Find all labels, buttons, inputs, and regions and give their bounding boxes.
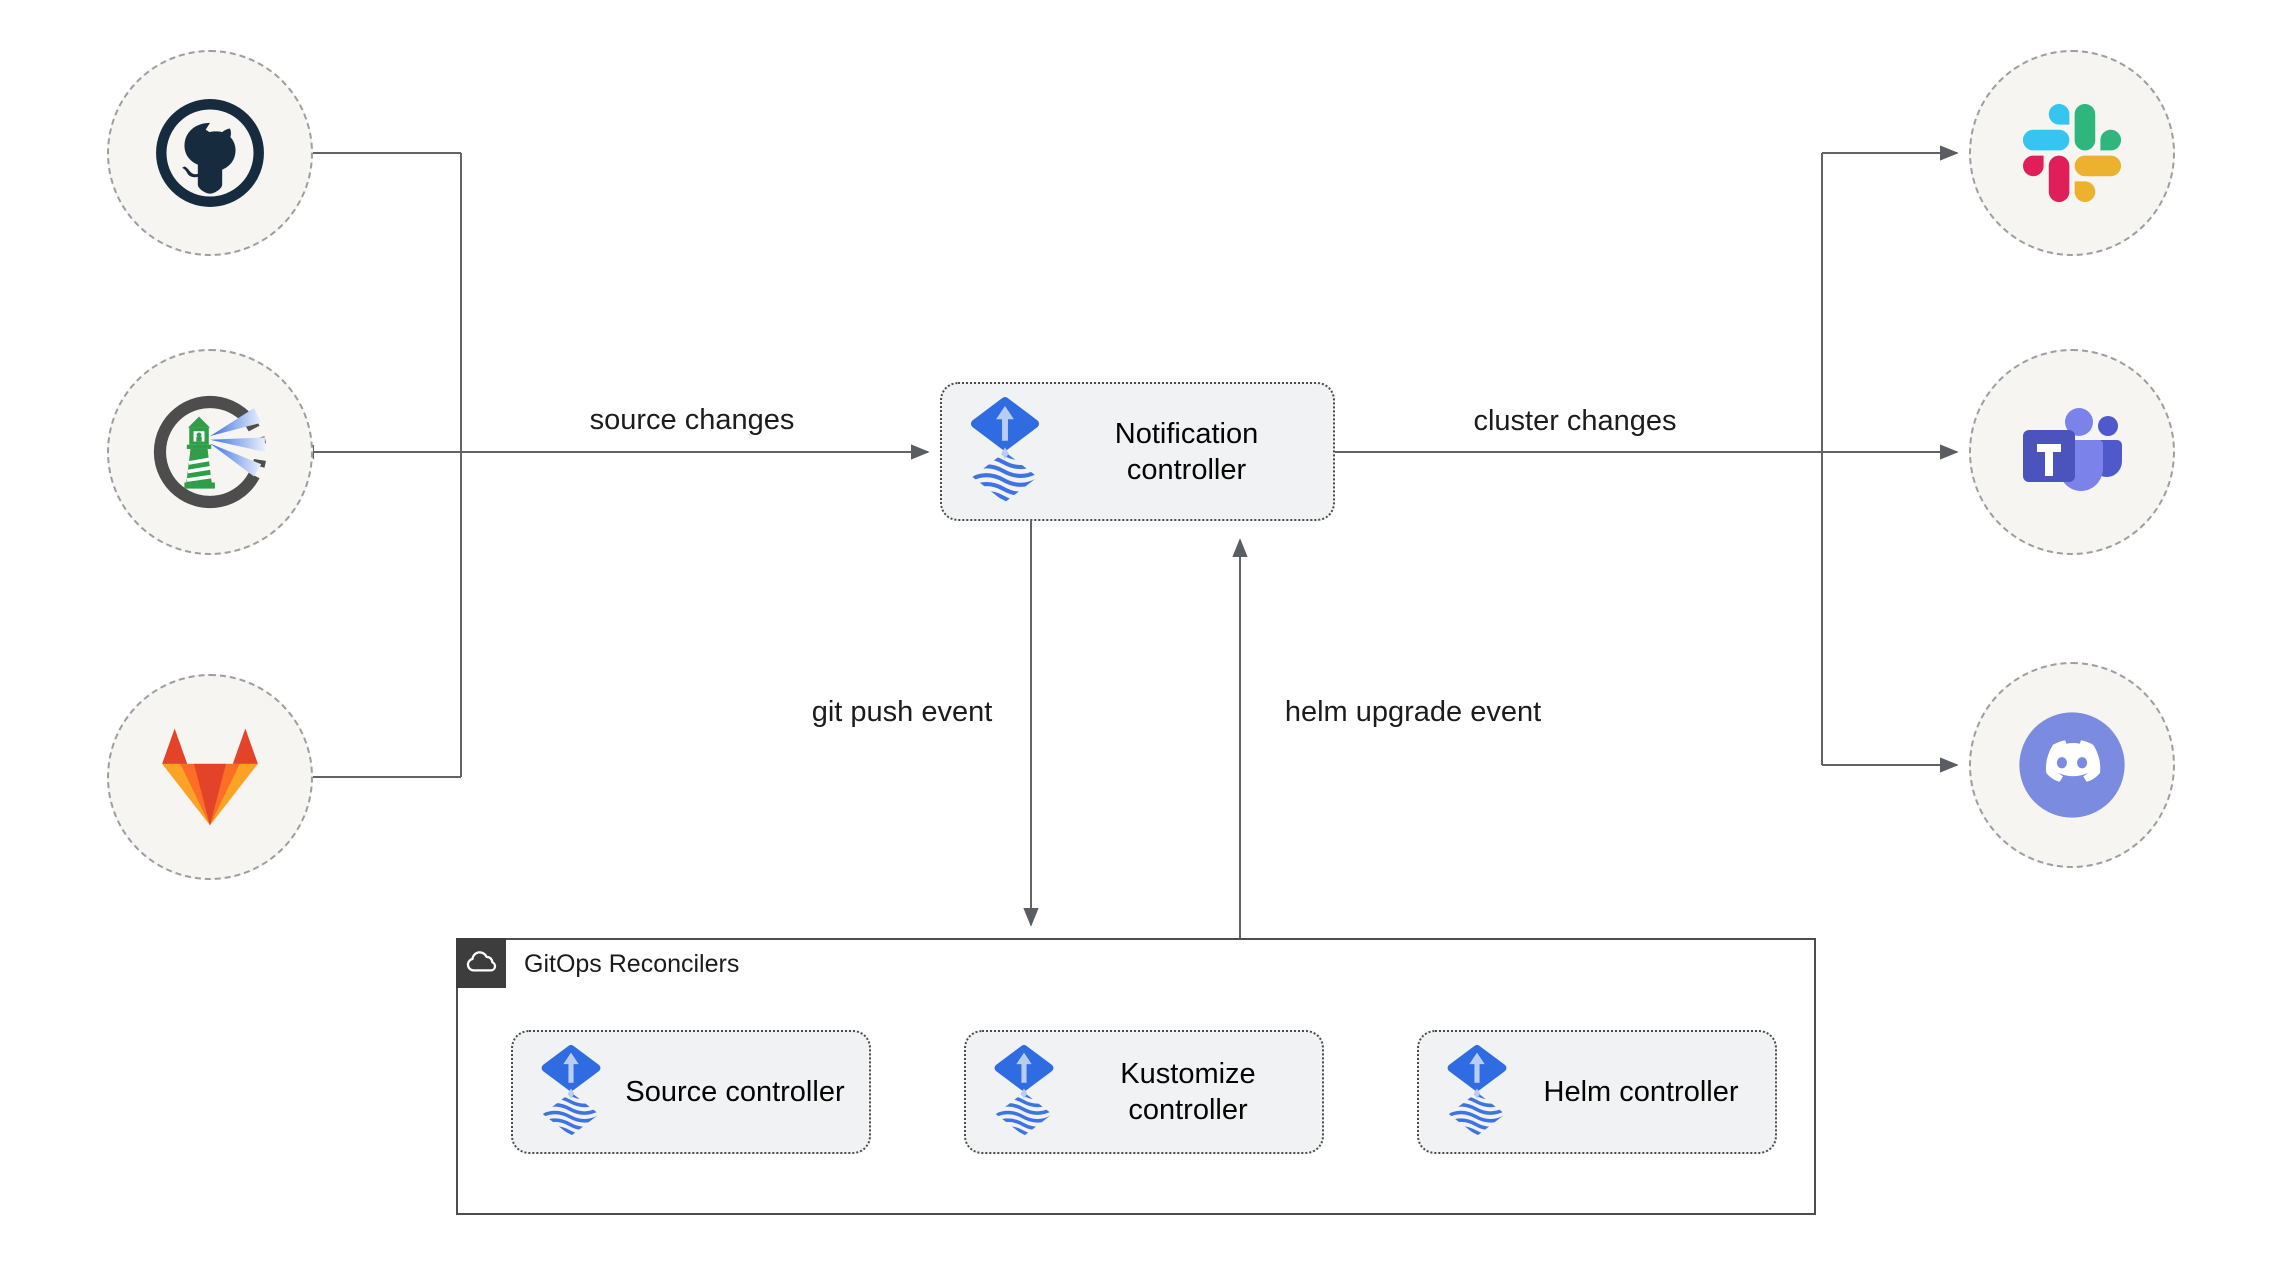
- helm-controller-label: Helm controller: [1543, 1076, 1739, 1108]
- source-controller-label: Source controller: [625, 1076, 845, 1108]
- cloud-icon-tab: [456, 938, 506, 988]
- notification-controller-label: Notification controller: [1114, 417, 1259, 486]
- gitops-reconcilers-container: GitOps Reconcilers Source controller Kus…: [456, 938, 1816, 1215]
- edge-label-cluster-changes: cluster changes: [1473, 405, 1677, 437]
- github-icon: [156, 99, 264, 207]
- edge-label-helm-upgrade-event: helm upgrade event: [1284, 696, 1542, 728]
- harbor-icon: [153, 395, 266, 509]
- source-controller-box: Source controller: [511, 1030, 871, 1154]
- microsoft-teams-icon: [2023, 408, 2122, 491]
- flux-icon: [539, 1042, 603, 1142]
- slack-icon: [2023, 104, 2121, 202]
- cloud-icon: [466, 951, 497, 972]
- helm-controller-box: Helm controller: [1417, 1030, 1777, 1154]
- gitlab-icon: [162, 727, 258, 825]
- flux-icon: [1445, 1042, 1509, 1142]
- edge-label-git-push-event: git push event: [811, 696, 993, 728]
- notification-controller-box: Notification controller: [940, 382, 1335, 521]
- slack-node: [1969, 50, 2175, 256]
- flux-icon: [968, 394, 1042, 509]
- microsoft-teams-node: [1969, 349, 2175, 555]
- github-node: [107, 50, 313, 256]
- kustomize-controller-label: Kustomize controller: [1120, 1058, 1256, 1126]
- gitlab-node: [107, 674, 313, 880]
- flux-icon: [992, 1042, 1056, 1142]
- discord-icon: [2019, 712, 2125, 818]
- kustomize-controller-box: Kustomize controller: [964, 1030, 1324, 1154]
- reconcilers-title: GitOps Reconcilers: [524, 950, 740, 978]
- harbor-node: [107, 349, 313, 555]
- edge-label-source-changes: source changes: [589, 404, 795, 436]
- discord-node: [1969, 662, 2175, 868]
